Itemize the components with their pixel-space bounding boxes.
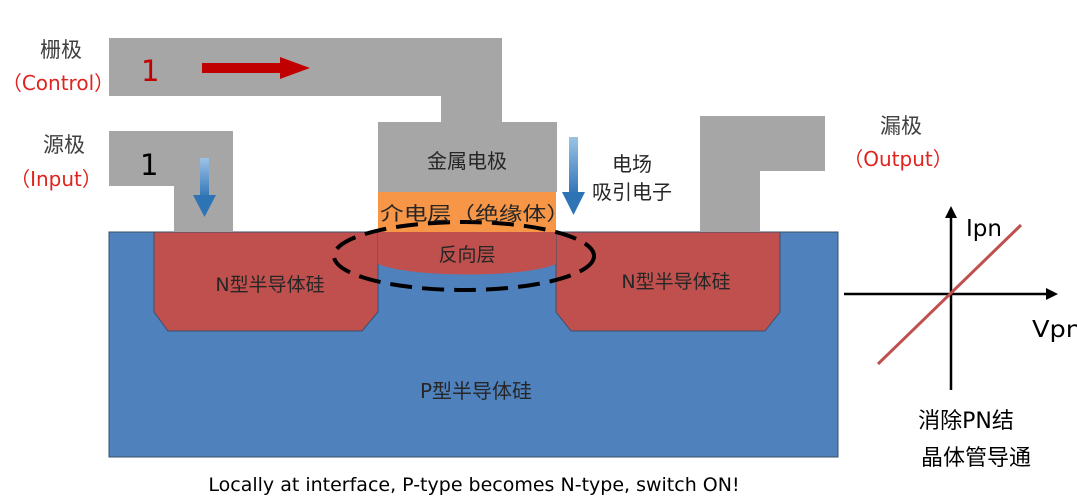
iv-x-arrowhead — [1046, 288, 1058, 300]
source-electrode — [109, 131, 233, 232]
gate-label: 栅极 — [40, 38, 82, 62]
gate-label-en: （Control） — [2, 71, 114, 95]
drain-label-en: （Output） — [843, 147, 952, 171]
iv-plot: Ipn Vpn 消除PN结 晶体管导通 — [844, 206, 1077, 471]
inversion-highlight — [332, 220, 596, 292]
iv-note-line1: 消除PN结 — [918, 409, 1014, 434]
gate-value: 1 — [141, 54, 159, 88]
source-value: 1 — [140, 148, 158, 182]
dielectric-label: 介电层（绝缘体） — [380, 203, 570, 225]
control-arrow — [202, 57, 310, 79]
n-left-label: N型半导体硅 — [215, 274, 324, 296]
metal-electrode-label: 金属电极 — [427, 149, 507, 173]
n-right-label: N型半导体硅 — [621, 271, 730, 293]
inversion-layer — [378, 232, 556, 275]
iv-curve — [876, 223, 1023, 366]
p-substrate-label: P型半导体硅 — [420, 379, 532, 403]
drain-label: 漏极 — [880, 114, 922, 138]
field-label-line2: 吸引电子 — [592, 180, 672, 204]
n-region-right — [555, 231, 781, 332]
drain-electrode — [700, 116, 825, 232]
gate-electrode — [109, 38, 557, 192]
iv-y-arrowhead — [945, 206, 957, 218]
iv-x-label: Vpn — [1032, 317, 1077, 343]
source-label-en: （Input） — [10, 167, 102, 191]
iv-note-line2: 晶体管导通 — [921, 446, 1031, 471]
field-label-line1: 电场 — [612, 152, 652, 176]
input-arrow — [193, 158, 216, 217]
iv-y-label: Ipn — [966, 216, 1002, 242]
field-arrow — [562, 137, 585, 215]
source-label: 源极 — [43, 133, 85, 157]
caption: Locally at interface, P-type becomes N-t… — [208, 474, 739, 496]
inversion-label: 反向层 — [438, 244, 495, 266]
